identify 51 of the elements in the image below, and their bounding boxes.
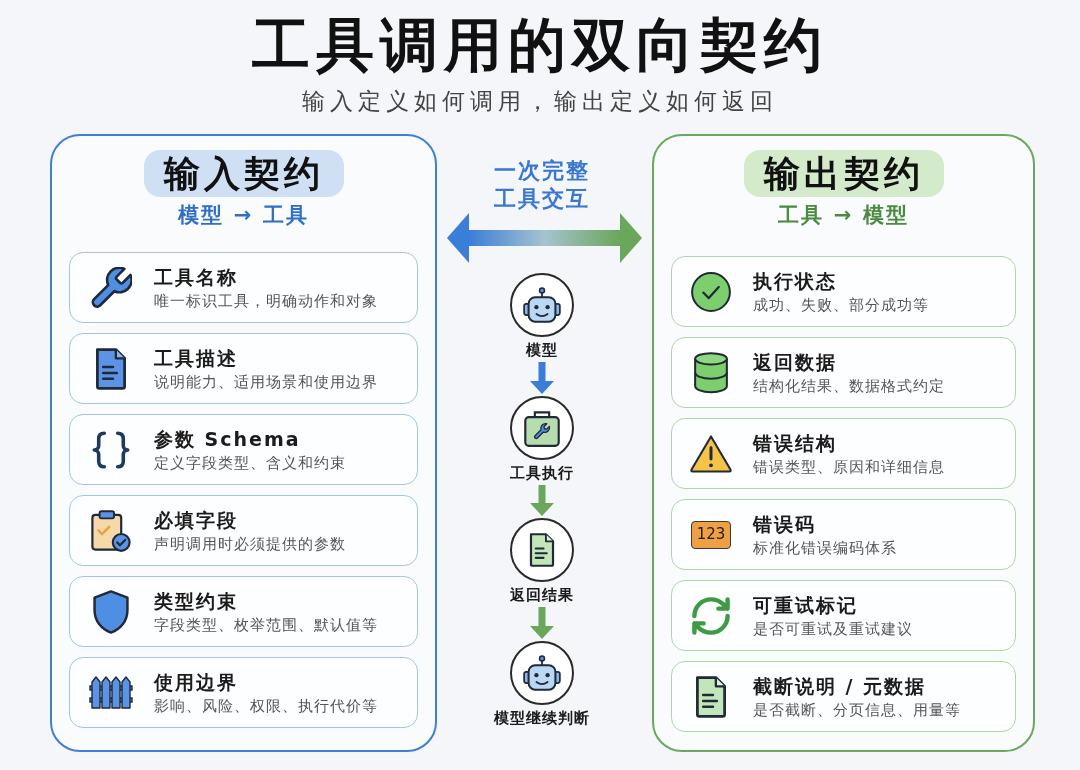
field-card (69, 495, 418, 566)
field-title: 使用边界 (154, 669, 239, 694)
field-title: 可重试标记 (753, 592, 859, 617)
field-card (671, 337, 1016, 408)
field-title: 错误码 (753, 511, 817, 536)
step-label: 模型继续判断 (494, 708, 590, 728)
field-description: 成功、失败、部分成功等 (753, 294, 929, 315)
field-description: 字段类型、枚举范围、默认值等 (154, 614, 378, 635)
field-card (671, 418, 1016, 489)
field-title: 返回数据 (753, 349, 838, 374)
field-description: 标准化错误编码体系 (753, 537, 897, 558)
step-label: 工具执行 (510, 463, 574, 483)
field-description: 错误类型、原因和详细信息 (753, 456, 945, 477)
field-title: 类型约束 (154, 588, 239, 613)
field-description: 是否截断、分页信息、用量等 (753, 699, 961, 720)
field-description: 是否可重试及重试建议 (753, 618, 913, 639)
field-card (69, 576, 418, 647)
field-title: 必填字段 (154, 507, 239, 532)
panel-heading: 输出契约 (743, 150, 944, 197)
field-description: 声明调用时必须提供的参数 (154, 533, 346, 554)
field-title: 工具描述 (154, 345, 239, 370)
field-title: 执行状态 (753, 268, 838, 293)
field-card (671, 256, 1016, 327)
field-title: 截断说明 / 元数据 (753, 673, 928, 698)
double-arrow (447, 213, 642, 263)
title: 工具调用的双向契约 (252, 11, 828, 79)
field-description: 结构化结果、数据格式约定 (753, 375, 945, 396)
contract-panel (652, 134, 1035, 752)
field-card (671, 661, 1016, 732)
field-description: 说明能力、适用场景和使用边界 (154, 371, 378, 392)
field-card (671, 580, 1016, 651)
field-description: 唯一标识工具，明确动作和对象 (154, 290, 378, 311)
field-title: 工具名称 (154, 264, 239, 289)
contract-panel (50, 134, 437, 752)
step-label: 返回结果 (510, 585, 574, 605)
field-title: 错误结构 (753, 430, 838, 455)
field-card (69, 333, 418, 404)
field-description: 影响、风险、权限、执行代价等 (154, 695, 378, 716)
step-label: 模型 (526, 340, 558, 360)
field-title: 参数 Schema (154, 426, 302, 451)
direction-label: 工具 → 模型 (778, 202, 909, 228)
error-code-tag: 123 (690, 520, 732, 549)
field-card (69, 414, 418, 485)
subtitle: 输入定义如何调用，输出定义如何返回 (302, 87, 778, 116)
field-card (671, 499, 1016, 570)
field-card (69, 252, 418, 323)
edge-label: 一次完整工具交互 (494, 158, 590, 211)
direction-label: 模型 → 工具 (178, 202, 309, 228)
field-description: 定义字段类型、含义和约束 (154, 452, 346, 473)
field-card (69, 657, 418, 728)
panel-heading: 输入契约 (143, 150, 344, 197)
